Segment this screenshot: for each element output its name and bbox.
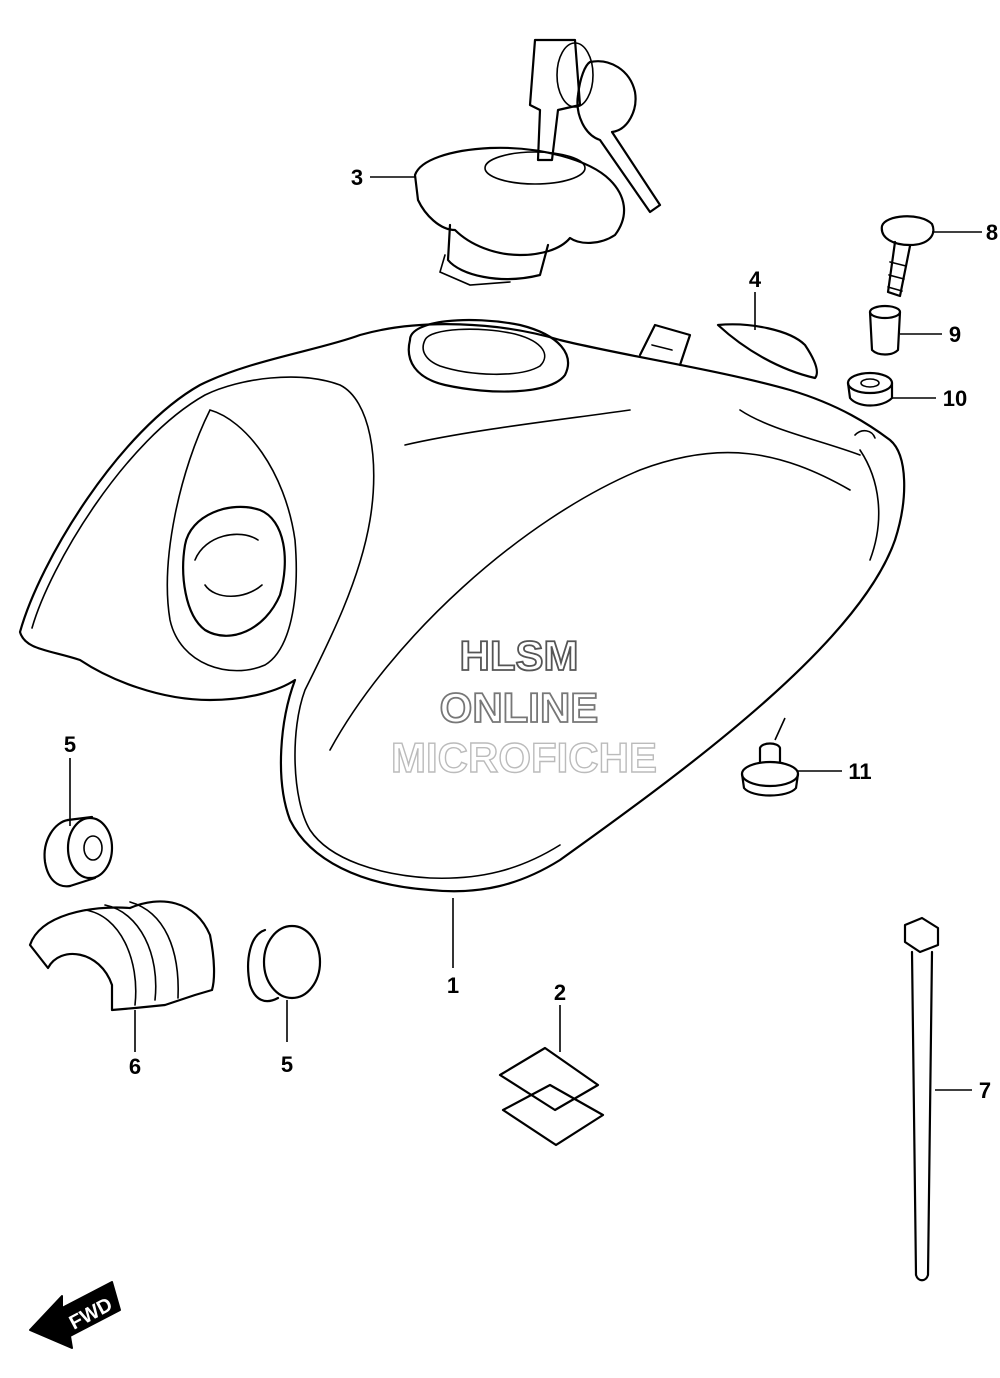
fuel-tank-drawing: [18, 318, 906, 893]
fuel-cap-drawing: [413, 38, 662, 286]
watermark: HLSM ONLINE MICROFICHE: [390, 631, 657, 782]
callout-11[interactable]: 11: [848, 759, 871, 784]
forward-arrow-icon: [29, 1281, 121, 1349]
callout-2[interactable]: 2: [554, 980, 566, 1005]
callout-6[interactable]: 6: [129, 1054, 141, 1079]
leader-lines: [69, 176, 982, 1091]
emblem-drawing: [498, 1046, 605, 1147]
callout-4[interactable]: 4: [749, 267, 762, 292]
bolt-drawing: [880, 215, 935, 298]
watermark-line-3: MICROFICHE: [391, 734, 657, 781]
grommet-drawing: [846, 371, 894, 407]
watermark-line-1: HLSM: [460, 632, 579, 679]
callout-10[interactable]: 10: [943, 386, 967, 411]
tank-pad-drawing: [716, 323, 819, 380]
cable-tie-drawing: [903, 916, 940, 1282]
fwd-indicator: FWD: [29, 1281, 121, 1349]
callout-8[interactable]: 8: [986, 220, 998, 245]
cushion-lower-drawing: [247, 924, 322, 1003]
callout-9[interactable]: 9: [949, 322, 961, 347]
callout-7[interactable]: 7: [979, 1078, 991, 1103]
callout-5-lower[interactable]: 5: [281, 1052, 293, 1077]
callout-labels: 1 2 3 4 5 5 6 7 8 9 10 11: [64, 165, 998, 1103]
callout-3[interactable]: 3: [351, 165, 363, 190]
watermark-line-2: ONLINE: [440, 684, 599, 731]
cushion-upper-drawing: [43, 815, 114, 888]
callout-5-upper[interactable]: 5: [64, 732, 76, 757]
mount-cushion-drawing: [28, 900, 216, 1012]
spacer-drawing: [868, 304, 902, 356]
callout-1[interactable]: 1: [447, 973, 459, 998]
rubber-mount-drawing: [740, 742, 800, 797]
